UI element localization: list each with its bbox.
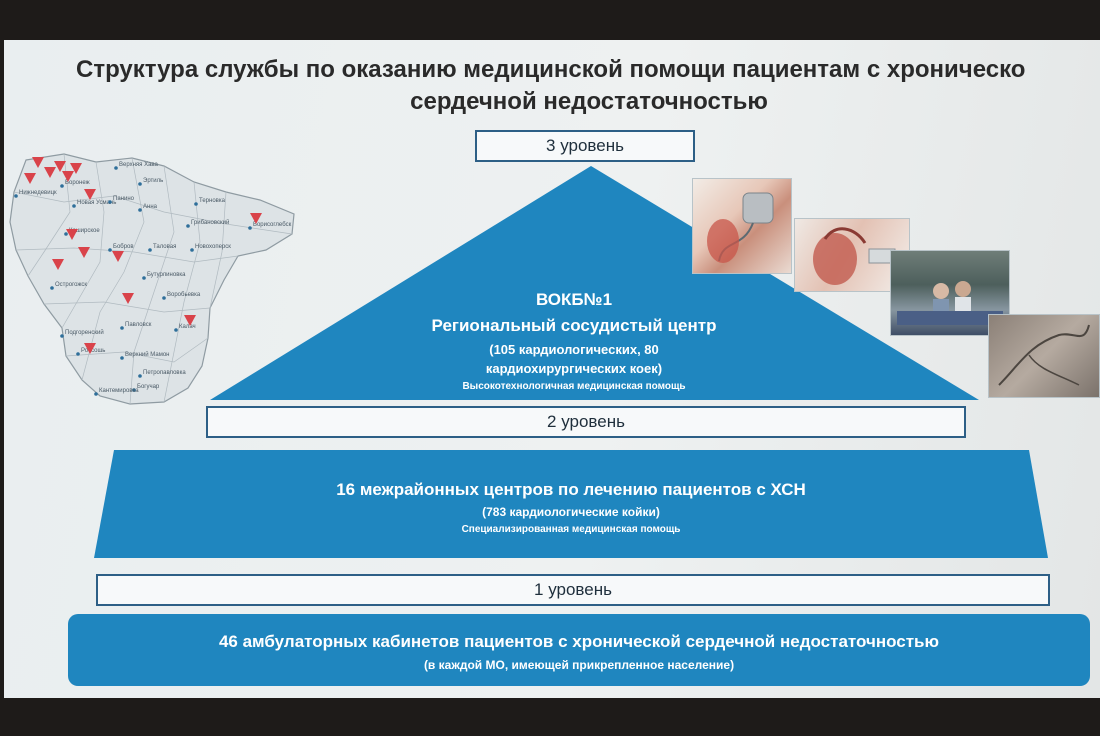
pacemaker-illustration (707, 192, 774, 263)
city-dot (120, 356, 124, 360)
city-dot (174, 328, 178, 332)
city-dot (14, 194, 18, 198)
center-marker-icon (122, 293, 134, 304)
pyramid-center-name: Региональный сосудистый центр (431, 316, 717, 335)
center-marker-icon (62, 171, 74, 182)
city-dot (162, 296, 166, 300)
city-dot (138, 182, 142, 186)
center-marker-icon (78, 247, 90, 258)
city-label: Павловск (125, 322, 152, 328)
city-dot (138, 208, 142, 212)
pyramid-beds-line-1: (105 кардиологических, 80 (489, 342, 659, 357)
pyramid-beds-line-2: кардиохирургических коек) (485, 361, 663, 376)
city-label: Бобров (113, 244, 134, 250)
city-label: Борисоглебск (253, 222, 292, 228)
center-marker-icon (184, 315, 196, 326)
heart-illustration (813, 227, 896, 285)
city-label: Петропавловка (143, 370, 186, 376)
city-label: Воробьевка (167, 292, 201, 298)
surgery-illustration (897, 281, 1003, 325)
city-dot (120, 326, 124, 330)
city-label: Новохоперск (195, 244, 231, 250)
city-label: Эртиль (143, 178, 163, 184)
pyramid-care-type: Высокотехнологичная медицинская помощь (462, 381, 686, 392)
city-dot (60, 334, 64, 338)
slide: Структура службы по оказанию медицинской… (4, 40, 1100, 698)
angiography-illustration (998, 324, 1090, 386)
band-2-graphic (94, 450, 1048, 558)
pyramid-graphic (210, 166, 979, 400)
city-label: Острогожск (55, 282, 87, 288)
center-marker-icon (250, 213, 262, 224)
city-dot (72, 204, 76, 208)
city-dot (138, 374, 142, 378)
city-label: Панино (113, 196, 135, 202)
city-label: Новая Усмань (77, 200, 116, 206)
band-1-main-text: 46 амбулаторных кабинетов пациентов с хр… (218, 632, 940, 651)
photo-pacemaker (692, 178, 792, 274)
title-line-2: сердечной недостаточностью (410, 88, 768, 115)
city-dot (248, 226, 252, 230)
city-dot (50, 286, 54, 290)
band-1-note: (в каждой МО, имеющей прикрепленное насе… (423, 658, 735, 672)
center-marker-icon (44, 167, 56, 178)
city-dot (108, 248, 112, 252)
city-dot (60, 184, 64, 188)
title-line-1: Структура службы по оказанию медицинской… (76, 56, 1026, 83)
city-label: Бутурлиновка (147, 272, 186, 278)
city-dot (132, 388, 136, 392)
city-label: Верхняя Хава (119, 162, 159, 168)
city-dot (114, 166, 118, 170)
level-2-label: 2 уровень (206, 406, 966, 438)
city-label: Воронеж (65, 180, 90, 186)
band-2-trapezoid (94, 450, 1048, 558)
photo-angiography (988, 314, 1100, 398)
city-label: Россошь (81, 348, 105, 354)
city-label: Кантемировка (99, 388, 139, 394)
district-borders (13, 153, 293, 405)
city-label: Таловая (153, 244, 176, 250)
pyramid-hospital-name: ВОКБ№1 (535, 290, 613, 309)
city-dot (76, 352, 80, 356)
band-2-care-type: Специализированная медицинская помощь (461, 524, 681, 535)
city-label: Терновка (199, 198, 226, 204)
band-2-main-text: 16 межрайонных центров по лечению пациен… (336, 480, 806, 499)
level-3-label: 3 уровень (475, 130, 695, 162)
city-dot (186, 224, 190, 228)
band-1-box: 46 амбулаторных кабинетов пациентов с хр… (68, 614, 1090, 686)
band-2-beds: (783 кардиологические койки) (482, 505, 660, 519)
city-dot (148, 248, 152, 252)
center-marker-icon (24, 173, 36, 184)
city-dot (142, 276, 146, 280)
center-marker-icon (66, 229, 78, 240)
city-label: Нижнедевицк (19, 190, 57, 196)
center-marker-icon (84, 189, 96, 200)
city-label: Верхний Мамон (125, 351, 169, 358)
center-marker-icon (54, 161, 66, 172)
city-label: Грибановский (191, 219, 229, 226)
city-dot (194, 202, 198, 206)
city-dot (190, 248, 194, 252)
center-marker-icon (70, 163, 82, 174)
city-dot (94, 392, 98, 396)
city-label: Подгоренский (65, 329, 104, 336)
center-marker-icon (84, 343, 96, 354)
city-dot (108, 200, 112, 204)
center-marker-icon (112, 251, 124, 262)
center-marker-icon (52, 259, 64, 270)
city-label: Анна (143, 204, 158, 210)
level-1-label: 1 уровень (96, 574, 1050, 606)
pyramid-triangle (210, 166, 979, 400)
city-label: Калач (179, 324, 196, 330)
photo-heart-anatomy (794, 218, 910, 292)
city-label: Каширское (69, 228, 100, 234)
city-label: Богучар (137, 384, 160, 390)
city-dot (64, 232, 68, 236)
center-marker-icon (32, 157, 44, 168)
